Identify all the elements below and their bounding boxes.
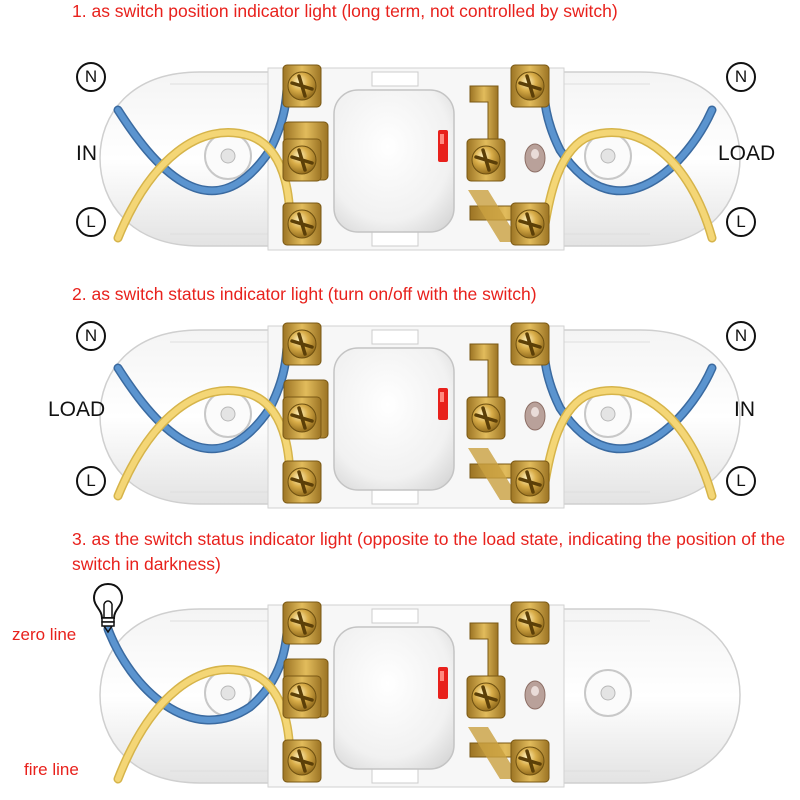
terminal-live-right-2: L (726, 466, 756, 496)
label-load-2: LOAD (48, 398, 106, 421)
label-zero-line: zero line (12, 625, 77, 644)
terminal-neutral-left-2: N (76, 321, 106, 351)
terminal-live-left-1: L (76, 207, 106, 237)
heading-panel-2: 2. as switch status indicator light (tur… (72, 284, 537, 304)
heading-panel-3: 3. as the switch status indicator light … (72, 529, 786, 574)
switch-diagram-1 (99, 50, 741, 251)
terminal-neutral-right-2: N (726, 321, 756, 351)
label-fire-line: fire line (24, 760, 79, 779)
switch-diagram-2 (99, 310, 741, 509)
label-load-1: LOAD (718, 142, 776, 165)
terminal-live-right-1: L (726, 207, 756, 237)
terminal-neutral-right-1: N (726, 62, 756, 92)
label-in-2: IN (734, 398, 755, 421)
switch-diagram-3 (99, 585, 741, 788)
terminal-neutral-left-1: N (76, 62, 106, 92)
heading-panel-1: 1. as switch position indicator light (l… (72, 1, 618, 21)
terminal-live-left-2: L (76, 466, 106, 496)
light-bulb-icon (92, 582, 124, 634)
label-in-1: IN (76, 142, 97, 165)
